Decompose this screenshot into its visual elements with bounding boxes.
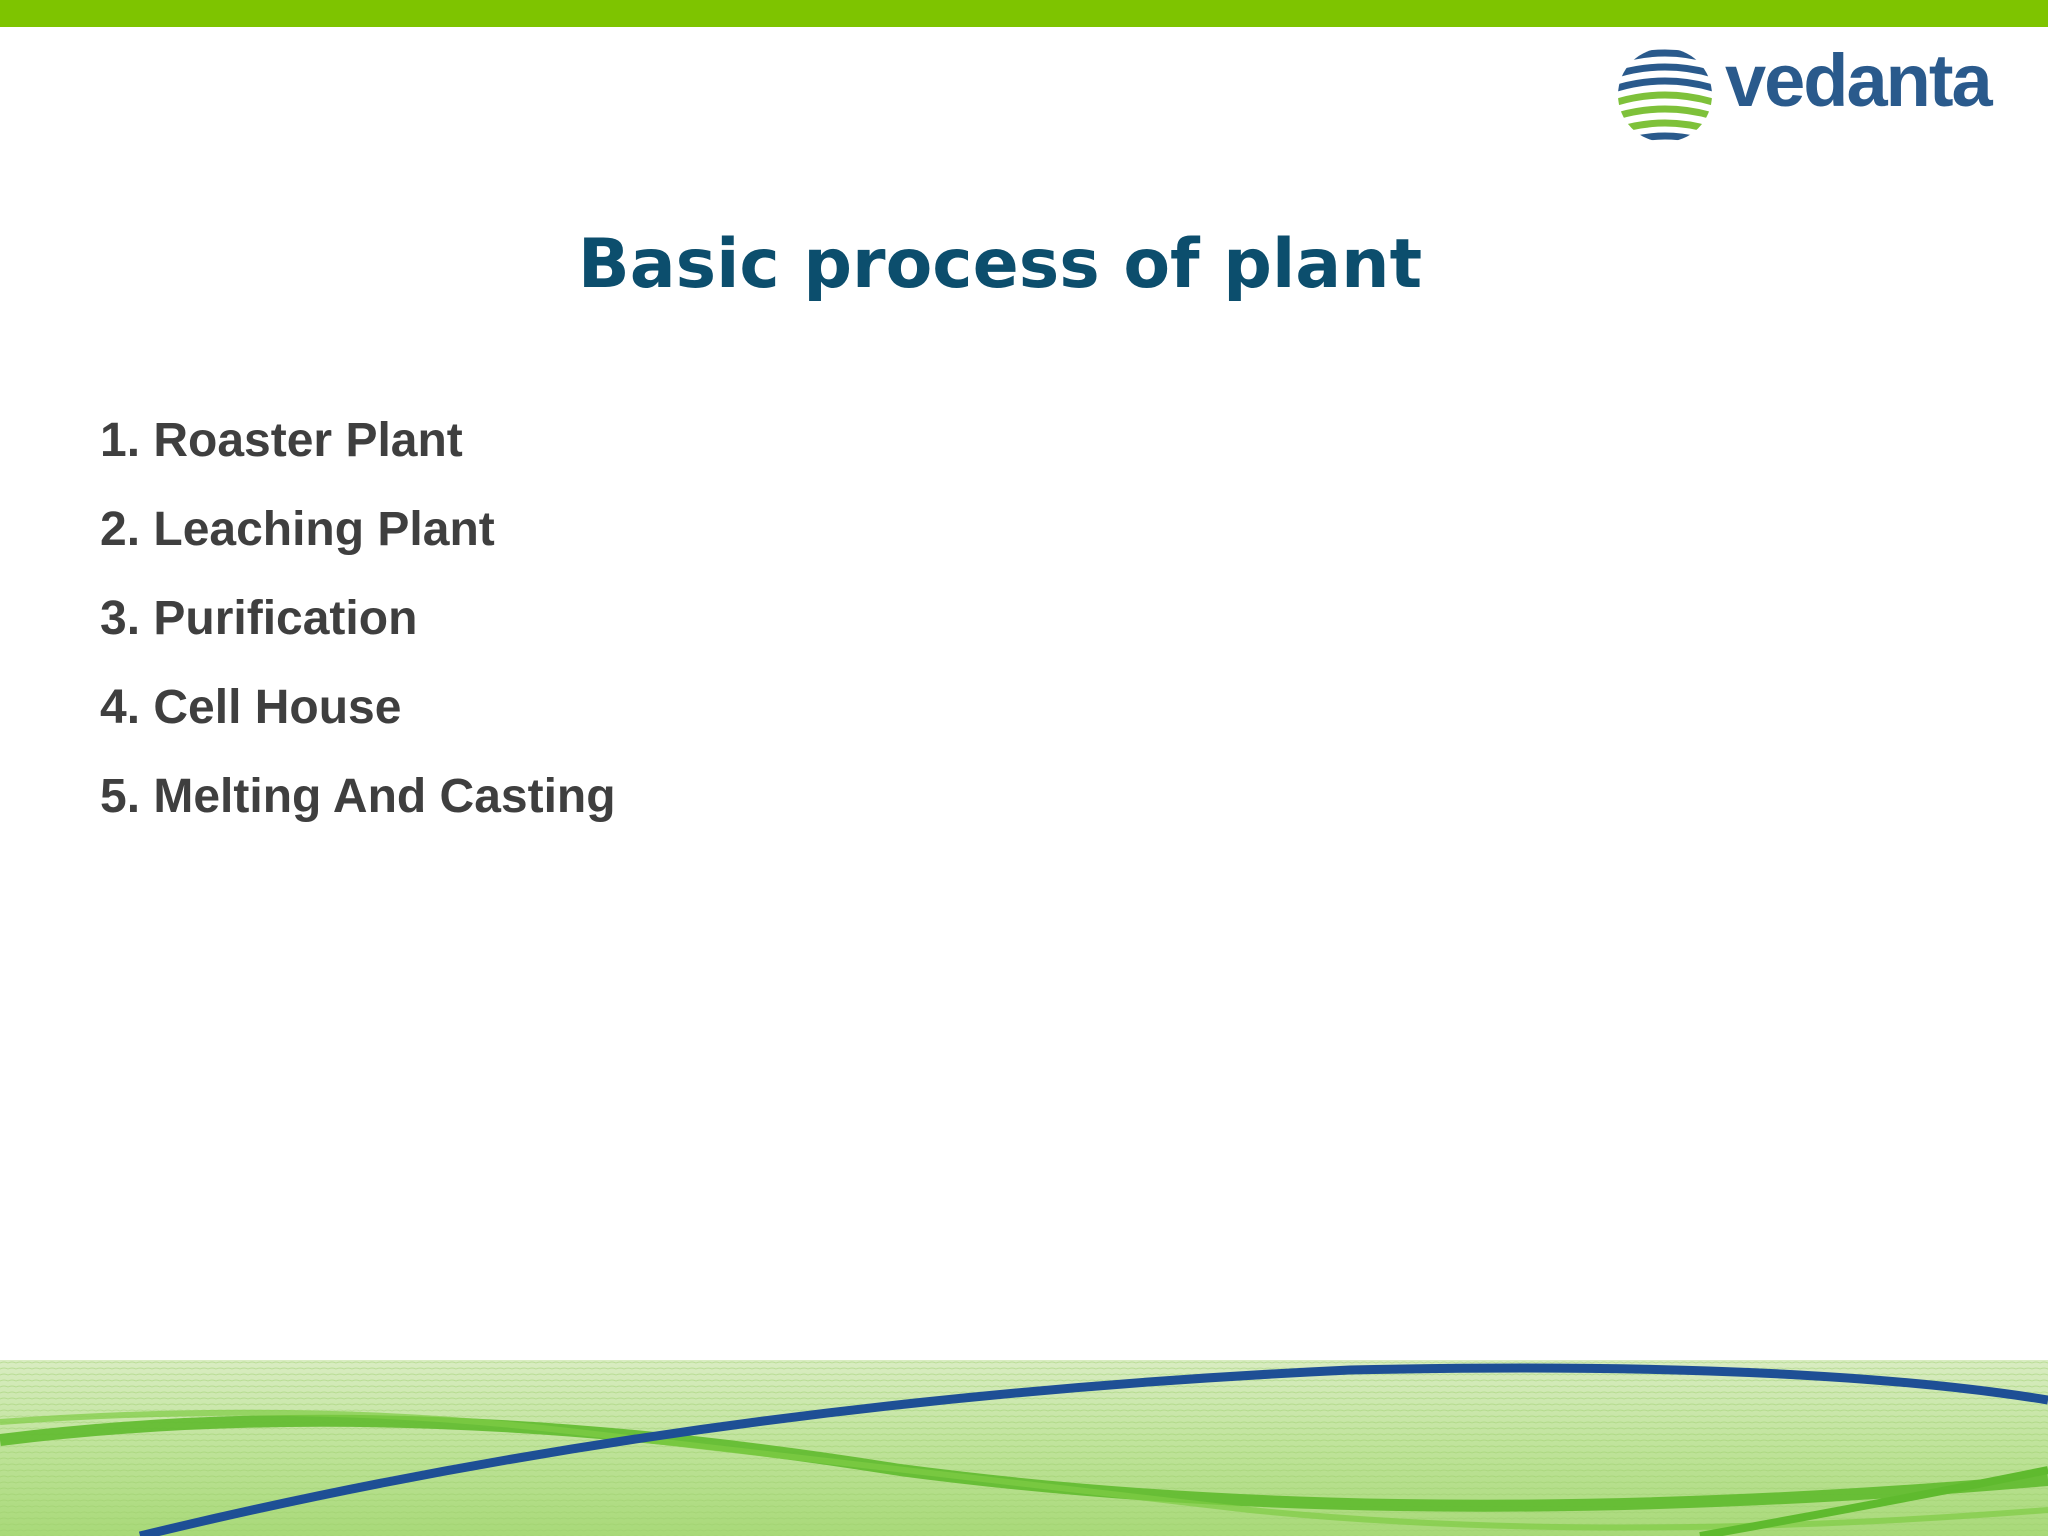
process-list: 1. Roaster Plant 2. Leaching Plant 3. Pu… [100, 406, 616, 851]
vedanta-logo-mark-icon [1618, 49, 1712, 142]
list-item: 3. Purification [100, 592, 418, 645]
footer-wave-decoration [0, 1360, 2048, 1536]
list-item: 2. Leaching Plant [100, 503, 495, 556]
logo-wordmark: vedanta [1725, 39, 1993, 122]
slide-title: Basic process of plant [577, 225, 1423, 304]
list-item: 5. Melting And Casting [100, 770, 616, 823]
list-item: 1. Roaster Plant [100, 414, 463, 467]
list-item: 4. Cell House [100, 681, 402, 734]
vedanta-logo: vedanta [1615, 38, 2025, 153]
top-accent-bar [0, 0, 2048, 27]
